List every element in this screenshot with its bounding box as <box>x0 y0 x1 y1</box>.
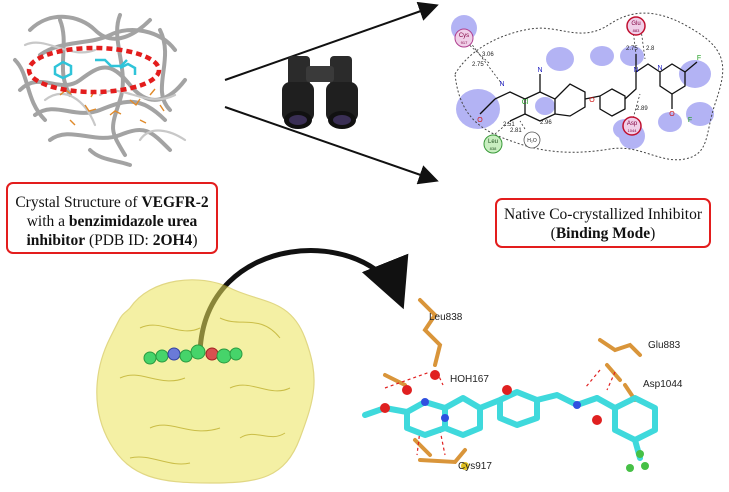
protein-ribbon-image <box>13 13 187 167</box>
svg-text:Asp: Asp <box>627 121 638 127</box>
residue-label-cys: Cys917 <box>458 461 492 472</box>
svg-text:2.75: 2.75 <box>472 62 484 68</box>
svg-text:917: 917 <box>461 40 468 45</box>
svg-text:F: F <box>697 55 701 62</box>
svg-text:Leu: Leu <box>488 139 498 145</box>
residue-cys-2d: Cys 917 <box>454 28 474 48</box>
binoculars-icon <box>282 56 358 129</box>
caption-bold-text: Binding Mode <box>555 225 651 242</box>
residue-asp-2d: Asp 1044 <box>622 116 642 136</box>
caption-text: (PDB ID: <box>85 232 153 249</box>
crystal-structure-caption: Crystal Structure of VEGFR-2 with a benz… <box>6 182 218 254</box>
interaction-2d-diagram: Cys 917 Glu 883 Leu 838 Asp 1044 H₂O N N… <box>451 12 724 161</box>
caption-text: ) <box>650 225 656 242</box>
caption-text: Native Co-crystallized Inhibitor <box>504 206 702 223</box>
residue-label-glu: Glu883 <box>648 340 681 351</box>
binding-mode-caption: Native Co-crystallized Inhibitor (Bindin… <box>495 198 711 248</box>
svg-text:O: O <box>477 117 483 124</box>
svg-text:N: N <box>633 67 638 74</box>
caption-text: with a <box>26 213 69 230</box>
residue-glu-2d: Glu 883 <box>626 16 646 36</box>
svg-text:2.51: 2.51 <box>503 122 515 128</box>
svg-text:2.96: 2.96 <box>540 120 552 126</box>
caption-bold-text: inhibitor <box>26 232 86 249</box>
svg-text:Glu: Glu <box>631 21 640 27</box>
svg-text:N: N <box>657 65 662 72</box>
pdb-id: 2OH4 <box>152 232 193 249</box>
svg-text:O: O <box>669 111 675 118</box>
svg-text:N: N <box>499 81 504 88</box>
svg-text:2.81: 2.81 <box>510 128 522 134</box>
svg-text:Cl: Cl <box>522 99 529 106</box>
svg-text:H₂O: H₂O <box>527 138 537 144</box>
caption-text: ) <box>192 232 198 249</box>
residue-label-hoh: HOH167 <box>450 374 489 385</box>
arrow-up-right <box>224 1 439 81</box>
svg-text:1044: 1044 <box>628 128 638 133</box>
svg-text:2.89: 2.89 <box>636 106 648 112</box>
caption-text: Crystal Structure of <box>15 194 142 211</box>
residue-leu-2d: Leu 838 <box>483 134 503 154</box>
water-molecule-2d: H₂O <box>523 131 541 149</box>
svg-text:2.8: 2.8 <box>646 46 655 52</box>
ligand-spheres <box>143 344 243 365</box>
svg-text:O: O <box>589 97 595 104</box>
protein-surface-image <box>96 279 315 484</box>
protein-name: VEGFR-2 <box>141 194 209 211</box>
svg-text:F: F <box>688 117 692 124</box>
binding-mode-3d: Leu838 HOH167 Glu883 Asp1044 Cys917 <box>362 298 683 472</box>
svg-text:N: N <box>537 67 542 74</box>
residue-label-leu: Leu838 <box>429 312 463 323</box>
svg-text:Cys: Cys <box>459 33 469 39</box>
svg-text:3.06: 3.06 <box>482 52 494 58</box>
residue-label-asp: Asp1044 <box>643 379 683 390</box>
svg-text:2.75: 2.75 <box>626 46 638 52</box>
svg-text:838: 838 <box>490 146 497 151</box>
ligand-class: benzimidazole urea <box>68 213 198 230</box>
svg-text:883: 883 <box>633 28 640 33</box>
caption-text: ( <box>550 225 556 242</box>
arrow-down-right <box>224 106 439 185</box>
binding-site-highlight <box>26 45 162 95</box>
